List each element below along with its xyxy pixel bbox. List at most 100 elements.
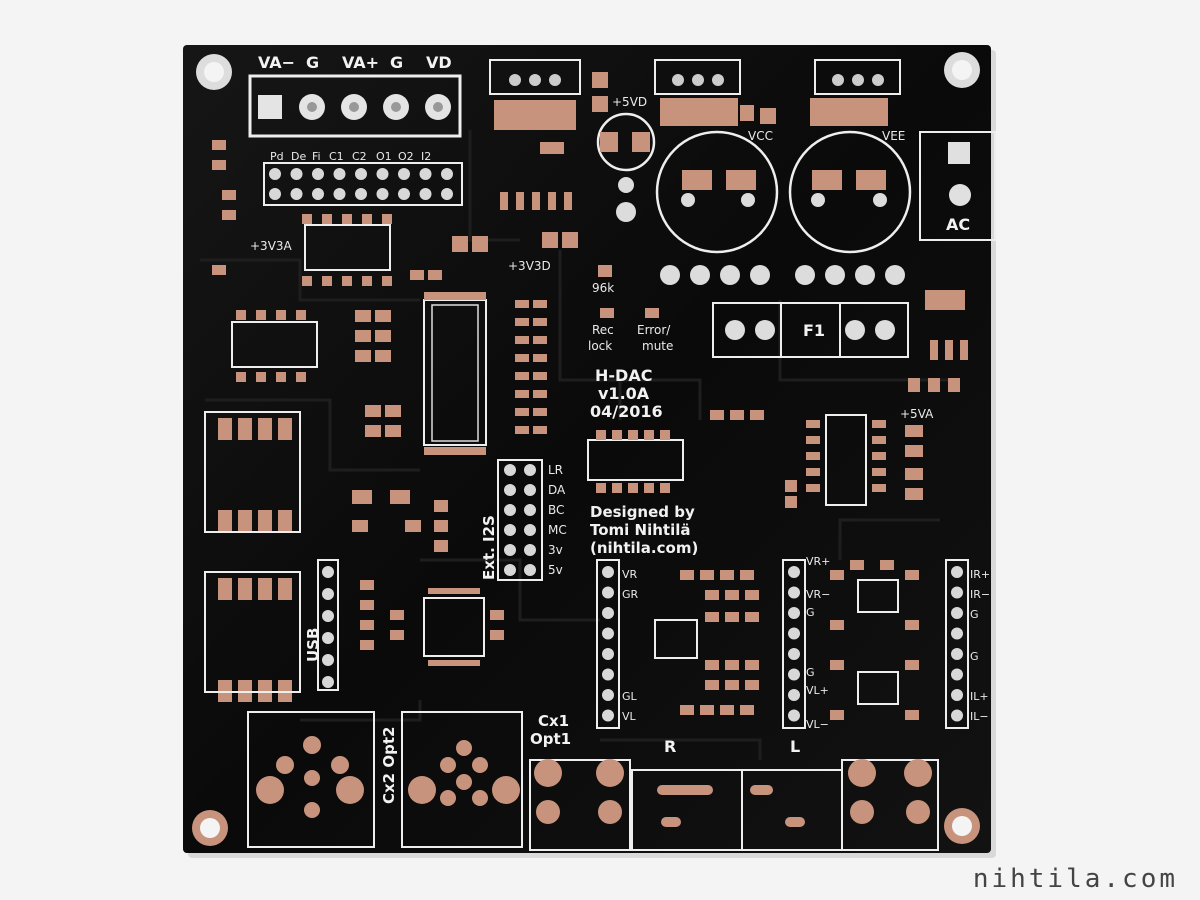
copper-pad: [352, 520, 368, 532]
copper-pad: [278, 578, 292, 600]
header-pin: [524, 564, 536, 576]
copper-pad: [515, 426, 529, 434]
usb-header: [317, 559, 339, 691]
copper-pad: [806, 484, 820, 492]
cfg-label-6: O2: [398, 150, 414, 163]
traces: [200, 130, 960, 760]
credit-line-3: (nihtila.com): [590, 539, 698, 557]
label-vcc: VCC: [748, 129, 773, 143]
watermark: nihtila.com: [972, 864, 1178, 894]
copper-pad: [278, 510, 292, 532]
header-pin: [524, 504, 536, 516]
transformers: [204, 411, 301, 693]
copper-pad: [705, 680, 719, 690]
copper-pad: [905, 620, 919, 630]
copper-pad: [806, 436, 820, 444]
copper-pad: [390, 630, 404, 640]
copper-pad: [355, 350, 371, 362]
copper-pad: [660, 430, 670, 440]
copper-pad: [806, 468, 820, 476]
copper-pad: [872, 468, 886, 476]
copper-pad: [533, 390, 547, 398]
copper-pad: [612, 483, 622, 493]
header-pin: [602, 668, 614, 681]
copper-pad: [830, 620, 844, 630]
header-pin: [788, 627, 800, 640]
copper-pad: [705, 612, 719, 622]
copper-pad: [352, 490, 372, 504]
copper-pad: [592, 96, 608, 112]
header-pin: [951, 709, 963, 722]
bottom-connectors: [247, 711, 939, 851]
out-left-1: GR: [622, 588, 639, 601]
copper-pad: [258, 578, 272, 600]
credit-line-2: Tomi Nihtilä: [590, 521, 691, 539]
header-pin: [333, 188, 346, 200]
cfg-label-0: Pd: [270, 150, 284, 163]
header-pin: [951, 566, 963, 578]
copper-pad: [533, 372, 547, 380]
copper-pad: [785, 480, 797, 492]
header-pin: [398, 168, 410, 180]
header-pin: [333, 168, 346, 180]
copper-pad: [628, 430, 638, 440]
header-pin: [524, 484, 536, 496]
copper-pad: [740, 705, 754, 715]
copper-pad: [806, 452, 820, 460]
copper-pad: [960, 340, 968, 360]
out-right-3: G: [970, 650, 979, 663]
copper-pad: [905, 660, 919, 670]
header-pin: [290, 168, 303, 180]
copper-pad: [355, 310, 371, 322]
header-pin: [504, 504, 516, 516]
copper-pad: [428, 660, 480, 666]
copper-pad: [730, 410, 744, 420]
out-mid-5: VL−: [806, 718, 829, 731]
fuse: [712, 302, 909, 358]
copper-pad: [428, 588, 480, 594]
label-ext-i2s: Ext. I2S: [480, 515, 498, 580]
copper-pad: [705, 590, 719, 600]
copper-pad: [490, 610, 504, 620]
copper-pad: [680, 705, 694, 715]
header-pin: [312, 168, 324, 180]
out-left-2: GL: [622, 690, 638, 703]
header-pin: [504, 564, 516, 576]
copper-pad: [410, 270, 424, 280]
header-pin: [951, 648, 963, 660]
out-right-2: G: [970, 608, 979, 621]
header-pin: [322, 632, 334, 644]
header-pin: [322, 566, 334, 578]
label-5vd: +5VD: [612, 95, 647, 109]
power-terminal: [248, 74, 462, 138]
power-label-3: G: [390, 53, 403, 72]
copper-pad: [905, 570, 919, 580]
ac-connector: [919, 131, 996, 241]
copper-pad: [596, 483, 606, 493]
copper-pad: [276, 310, 286, 320]
copper-pad: [533, 354, 547, 362]
copper-pad: [218, 418, 232, 440]
header-pin: [602, 627, 614, 640]
copper-pad: [515, 318, 529, 326]
header-pin: [419, 188, 432, 200]
header-pin: [355, 168, 367, 180]
power-label-4: VD: [426, 53, 452, 72]
copper-pad: [740, 105, 754, 121]
copper-pad: [424, 292, 486, 300]
header-pin: [441, 188, 453, 200]
copper-pad: [385, 405, 401, 417]
header-pin: [788, 668, 800, 681]
copper-pad: [365, 405, 381, 417]
cfg-label-2: Fi: [312, 150, 321, 163]
header-pin: [322, 588, 334, 600]
header-pin: [504, 544, 516, 556]
copper-pad: [302, 276, 312, 286]
copper-pad: [905, 425, 923, 437]
copper-pad: [515, 408, 529, 416]
copper-pad: [592, 72, 608, 88]
header-pin: [419, 168, 432, 180]
copper-pad: [806, 420, 820, 428]
out-left-0: VR: [622, 568, 638, 581]
header-pin: [788, 689, 800, 701]
